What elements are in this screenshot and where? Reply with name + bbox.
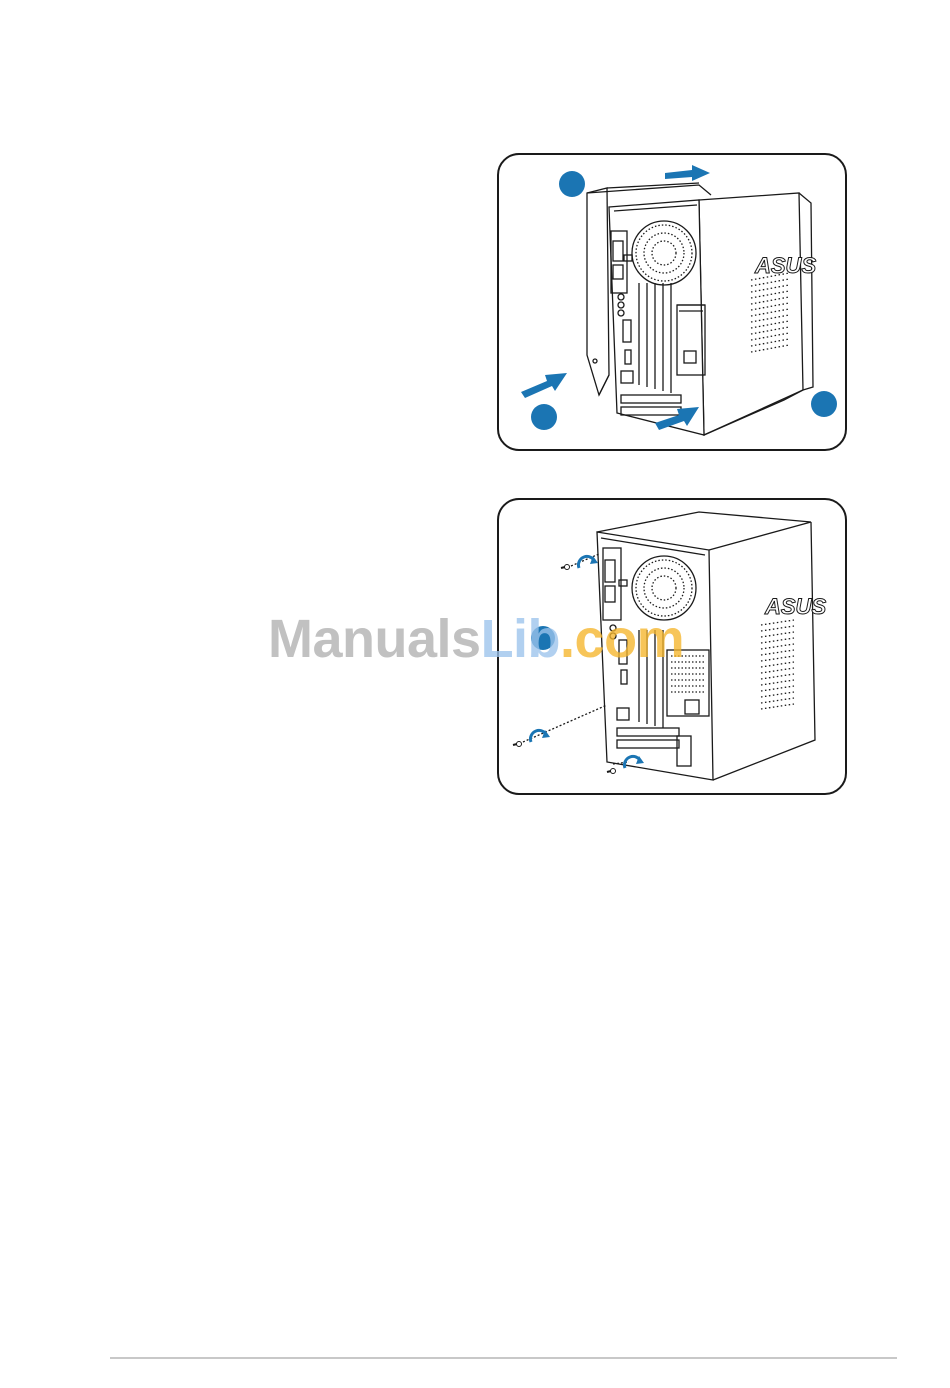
screw-icon — [561, 556, 598, 570]
screw-icon — [513, 730, 550, 747]
watermark: ManualsLib.com — [268, 608, 684, 670]
watermark-manuals: Manuals — [268, 609, 481, 669]
slide-arrow-icon — [665, 165, 710, 181]
asus-logo: ASUS — [754, 253, 816, 278]
callout-marker-3 — [811, 391, 837, 417]
figure-remove-side-cover: ASUS — [497, 153, 847, 451]
asus-logo: ASUS — [764, 594, 826, 619]
pc-chassis-illustration-1: ASUS — [499, 155, 847, 451]
footer-divider — [110, 1357, 897, 1359]
watermark-lib: Lib — [481, 609, 560, 669]
push-arrow-icon — [521, 373, 567, 398]
callout-marker-1 — [559, 171, 585, 197]
watermark-com: .com — [560, 609, 684, 669]
callout-marker-2 — [531, 404, 557, 430]
